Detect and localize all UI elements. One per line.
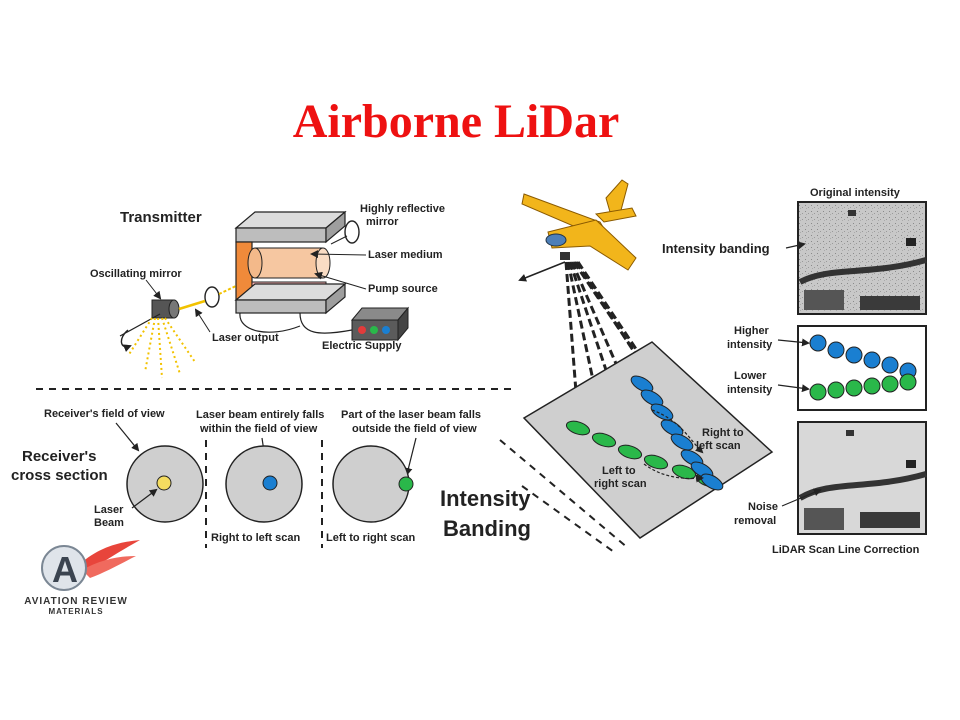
transmitter-section: Transmitter — [90, 203, 445, 379]
green-footprint — [591, 432, 617, 448]
laser-beam-spot — [156, 475, 172, 491]
blue-footprint — [670, 433, 694, 451]
blue-footprint — [640, 389, 664, 407]
output-lens — [204, 286, 220, 308]
electric-supply-box — [350, 306, 410, 342]
label-removal: removal — [734, 515, 776, 527]
label-receiver-fov: Receiver's field of view — [44, 408, 165, 420]
laser-cavity — [234, 210, 347, 315]
blue-footprint — [650, 403, 674, 421]
lower-intensity-dot — [845, 379, 863, 397]
receiver-heading-line1: Receiver's — [22, 448, 96, 465]
higher-intensity-dot — [809, 334, 827, 352]
label-lower-line1: Lower — [734, 370, 767, 382]
airplane — [518, 179, 637, 282]
caption-entire-line2: within the field of view — [199, 423, 318, 435]
label-highly-reflective: Highly reflective — [360, 203, 445, 215]
green-beam-spot — [398, 476, 414, 492]
label-mirror: mirror — [366, 216, 399, 228]
original-intensity-panel: Original intensity — [797, 187, 927, 315]
label-left-to-right-scan: Left to right scan — [326, 532, 416, 544]
label-noise: Noise — [748, 501, 778, 513]
ground-plane — [499, 341, 774, 553]
label-pump-source: Pump source — [368, 283, 438, 295]
green-footprint — [643, 454, 669, 470]
label-oscillating-mirror: Oscillating mirror — [90, 268, 182, 280]
logo-text-line1: AVIATION REVIEW — [24, 596, 128, 607]
label-banding-left-line2: right scan — [594, 478, 647, 490]
receiver-fov-circle-3 — [332, 445, 410, 523]
label-lower-line2: intensity — [727, 384, 773, 396]
oscillating-mirror — [119, 299, 206, 352]
lower-intensity-dots — [809, 373, 917, 401]
label-higher-line1: Higher — [734, 325, 770, 337]
label-beam: Beam — [94, 517, 124, 529]
label-electric-supply: Electric Supply — [322, 340, 402, 352]
label-higher-line2: intensity — [727, 339, 773, 351]
highly-reflective-mirror — [344, 220, 360, 244]
lower-intensity-dot — [899, 373, 917, 391]
transmitter-heading: Transmitter — [120, 209, 202, 226]
label-scan-line-correction: LiDAR Scan Line Correction — [772, 544, 920, 556]
label-laser: Laser — [94, 504, 124, 516]
laser-medium-rod — [247, 247, 331, 279]
lower-intensity-dot — [827, 381, 845, 399]
lower-intensity-dot — [863, 377, 881, 395]
label-original-intensity: Original intensity — [810, 187, 901, 199]
lower-intensity-dot — [809, 383, 827, 401]
label-banding-right-line2: left scan — [696, 440, 741, 452]
higher-intensity-dot — [827, 341, 845, 359]
higher-intensity-dot — [845, 346, 863, 364]
label-right-to-left-scan: Right to left scan — [211, 532, 301, 544]
lower-intensity-dot — [881, 375, 899, 393]
label-banding-left-line1: Left to — [602, 465, 636, 477]
blue-beam-spot — [262, 475, 278, 491]
label-banding-right-line1: Right to — [702, 427, 744, 439]
receiver-section: Receiver's cross section Receiver's fiel… — [11, 408, 481, 548]
label-laser-output: Laser output — [212, 332, 279, 344]
green-footprint — [565, 420, 591, 436]
caption-partial-line1: Part of the laser beam falls — [341, 409, 481, 421]
caption-entire-line1: Laser beam entirely falls — [196, 409, 324, 421]
logo-emblem: A — [41, 540, 140, 591]
higher-intensity-dots — [809, 334, 917, 380]
label-intensity-banding: Intensity banding — [662, 241, 770, 256]
caption-partial-line2: outside the field of view — [352, 423, 477, 435]
higher-intensity-dot — [863, 351, 881, 369]
noise-removal-panel — [797, 421, 927, 535]
higher-intensity-dot — [881, 356, 899, 374]
aviation-review-logo: A AVIATION REVIEW MATERIALS — [10, 534, 142, 620]
logo-text-line2: MATERIALS — [48, 607, 104, 616]
green-footprint — [617, 444, 643, 460]
banding-title-line2: Banding — [443, 516, 531, 541]
banding-title-line1: Intensity — [440, 486, 531, 511]
receiver-heading-line2: cross section — [11, 467, 108, 484]
blue-footprint — [630, 375, 654, 393]
logo-letter: A — [52, 549, 78, 590]
label-laser-medium: Laser medium — [368, 249, 443, 261]
scan-fan — [127, 317, 196, 379]
intensity-dots-panel — [797, 325, 927, 411]
slide-title: Airborne LiDar — [292, 95, 620, 148]
